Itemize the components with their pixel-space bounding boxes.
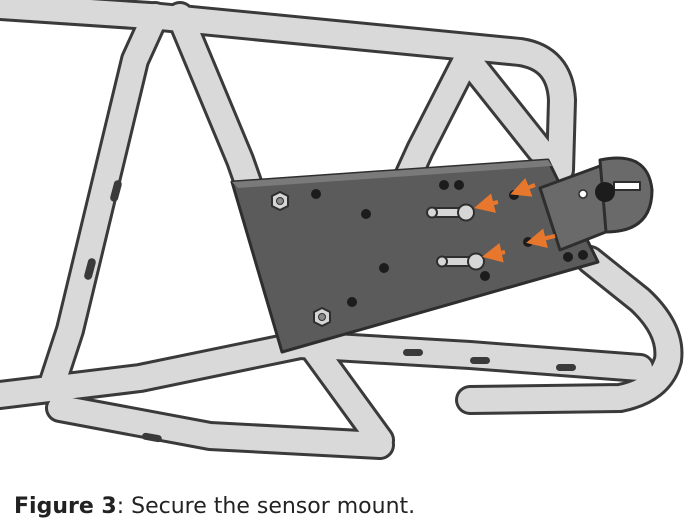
- frame-slots: [84, 180, 576, 443]
- caption-text: Secure the sensor mount.: [131, 494, 416, 519]
- nut-icon: [271, 190, 331, 328]
- figure-caption: Figure 3: Secure the sensor mount.: [14, 494, 415, 519]
- figure-label: Figure 3: [14, 494, 117, 519]
- bolt-icon: [426, 203, 485, 271]
- arrow-icon: [474, 177, 556, 263]
- assembly-illustration: [0, 0, 684, 460]
- sensor-mount: [538, 156, 654, 252]
- caption-separator: :: [116, 494, 132, 519]
- mounting-plate: [230, 158, 600, 354]
